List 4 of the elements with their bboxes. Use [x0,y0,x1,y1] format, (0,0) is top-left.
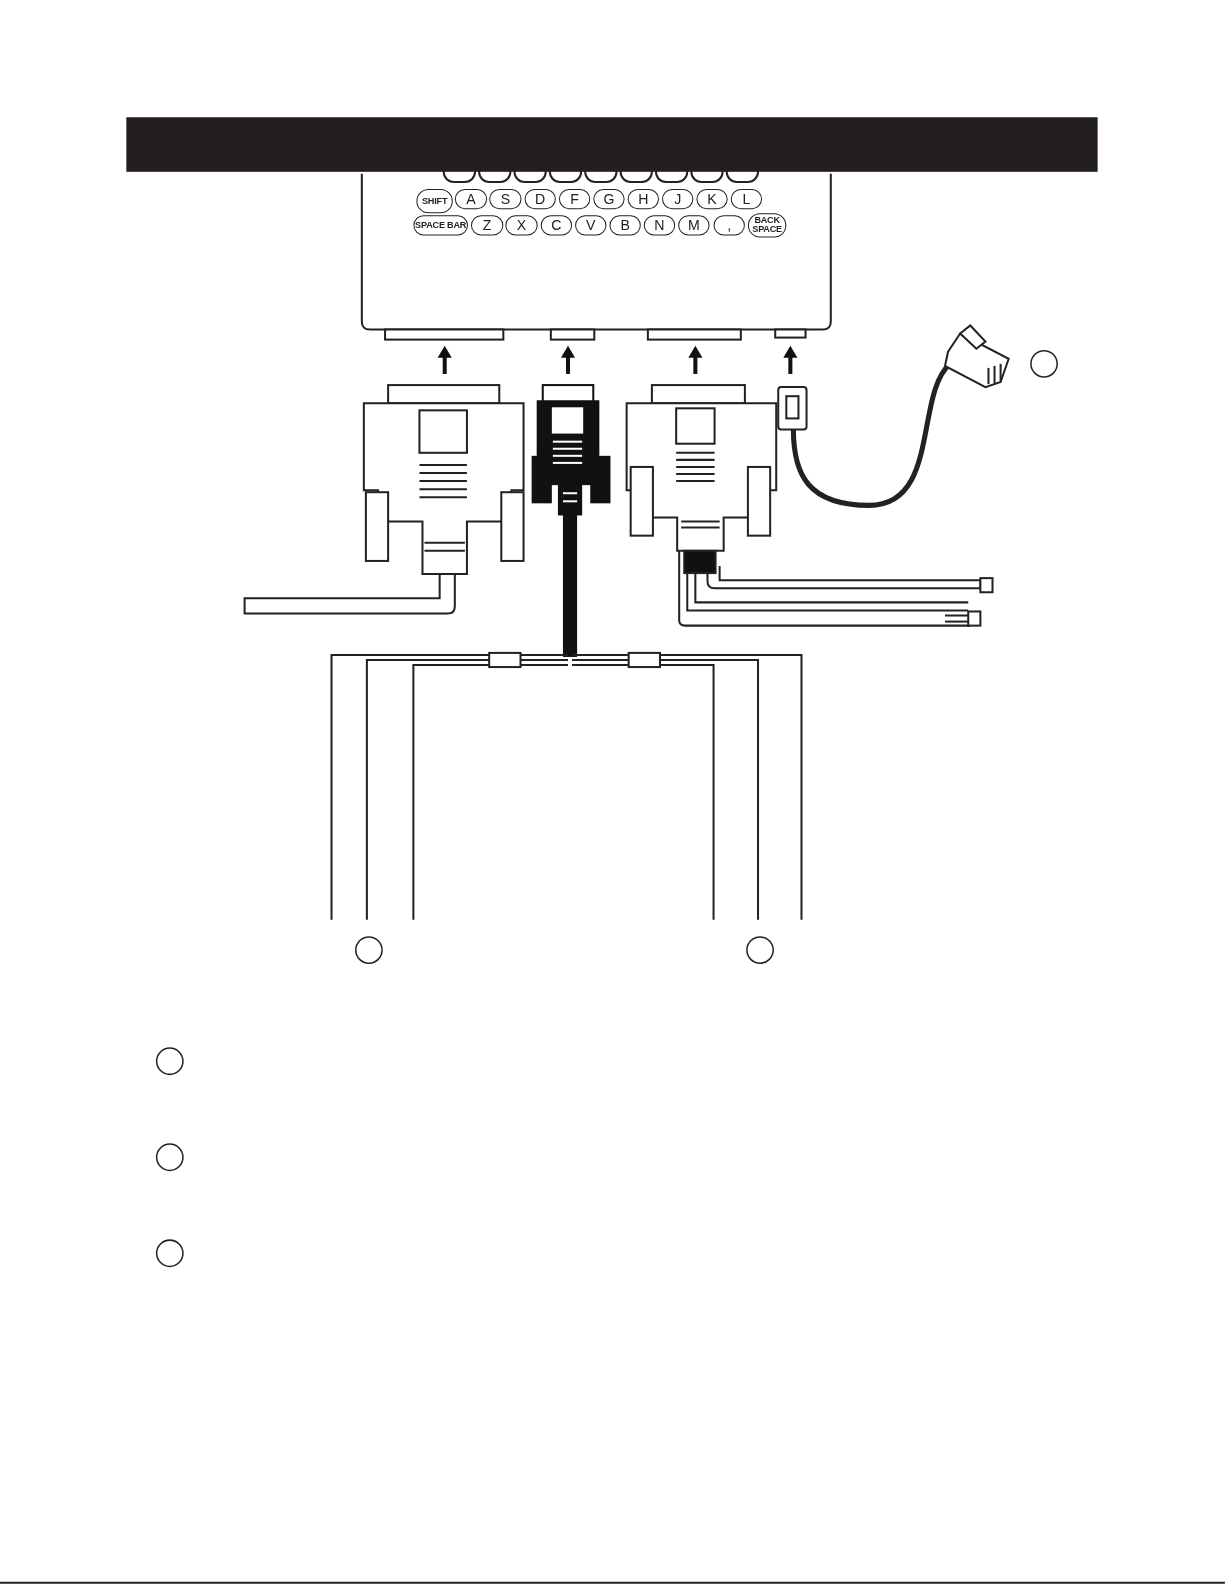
keyboard-key: SPACE BAR [413,215,468,236]
keyboard-key: S [489,189,522,210]
keyboard-key: SHIFT [416,189,453,214]
keyboard-key: X [505,215,538,236]
